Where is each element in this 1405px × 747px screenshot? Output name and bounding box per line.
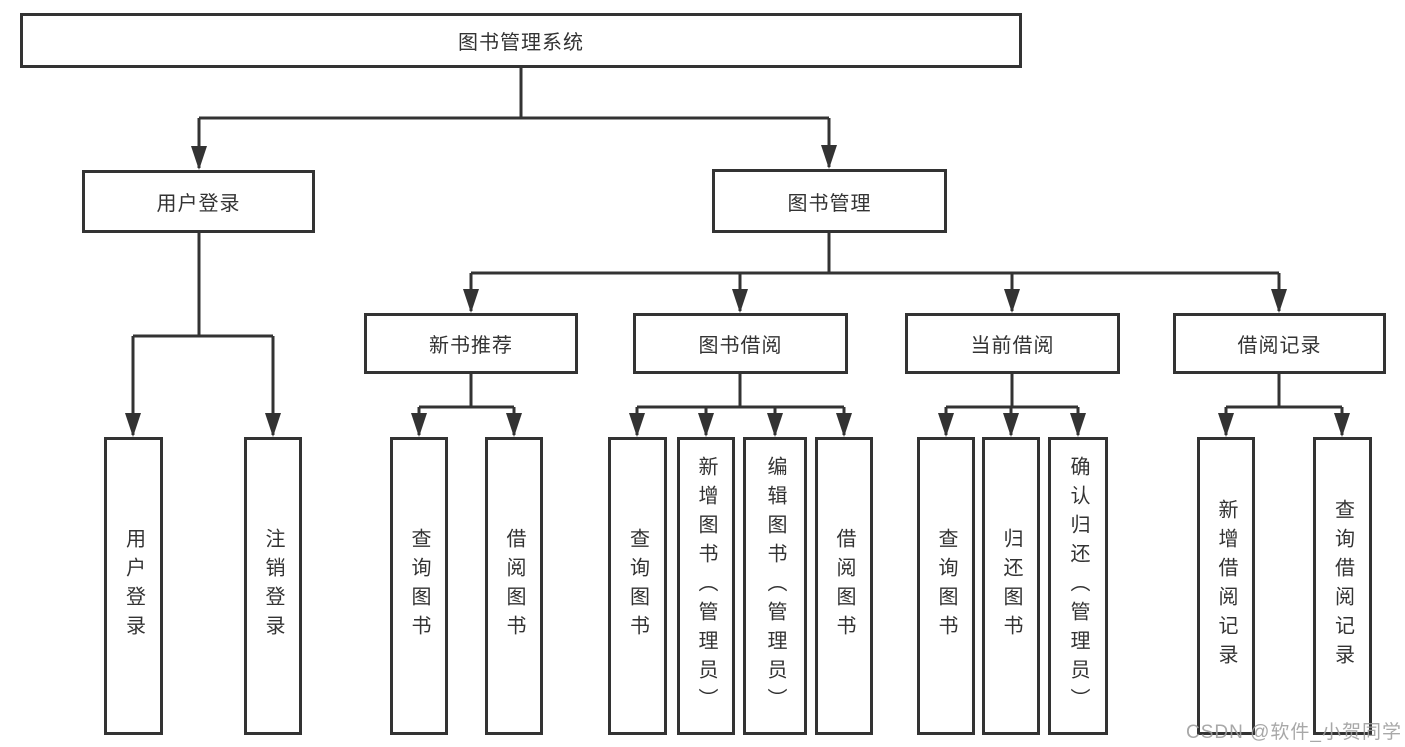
node-user-login: 用户登录 (82, 170, 315, 233)
leaf-logout-login: 注销登录 (244, 437, 302, 735)
node-current-borrow: 当前借阅 (905, 313, 1120, 374)
leaf-edit-book-admin: 编辑图书（管理员） (743, 437, 807, 735)
leaf-confirm-return-admin: 确认归还（管理员） (1048, 437, 1108, 735)
leaf-query-books-current: 查询图书 (917, 437, 975, 735)
leaf-query-books-borrow: 查询图书 (608, 437, 667, 735)
leaf-query-books-recommend: 查询图书 (390, 437, 448, 735)
node-new-book-recommend: 新书推荐 (364, 313, 578, 374)
leaf-add-borrow-record: 新增借阅记录 (1197, 437, 1255, 735)
leaf-borrow-books: 借阅图书 (815, 437, 873, 735)
node-library-management-system: 图书管理系统 (20, 13, 1022, 68)
leaf-add-book-admin: 新增图书（管理员） (677, 437, 735, 735)
leaf-borrow-books-recommend: 借阅图书 (485, 437, 543, 735)
node-borrow-records: 借阅记录 (1173, 313, 1386, 374)
leaf-return-book: 归还图书 (982, 437, 1040, 735)
node-book-borrow: 图书借阅 (633, 313, 848, 374)
csdn-watermark: CSDN @软件_小贺同学 (1186, 722, 1402, 743)
leaf-user-login: 用户登录 (104, 437, 163, 735)
node-book-management: 图书管理 (712, 169, 947, 233)
leaf-query-borrow-record: 查询借阅记录 (1313, 437, 1372, 735)
